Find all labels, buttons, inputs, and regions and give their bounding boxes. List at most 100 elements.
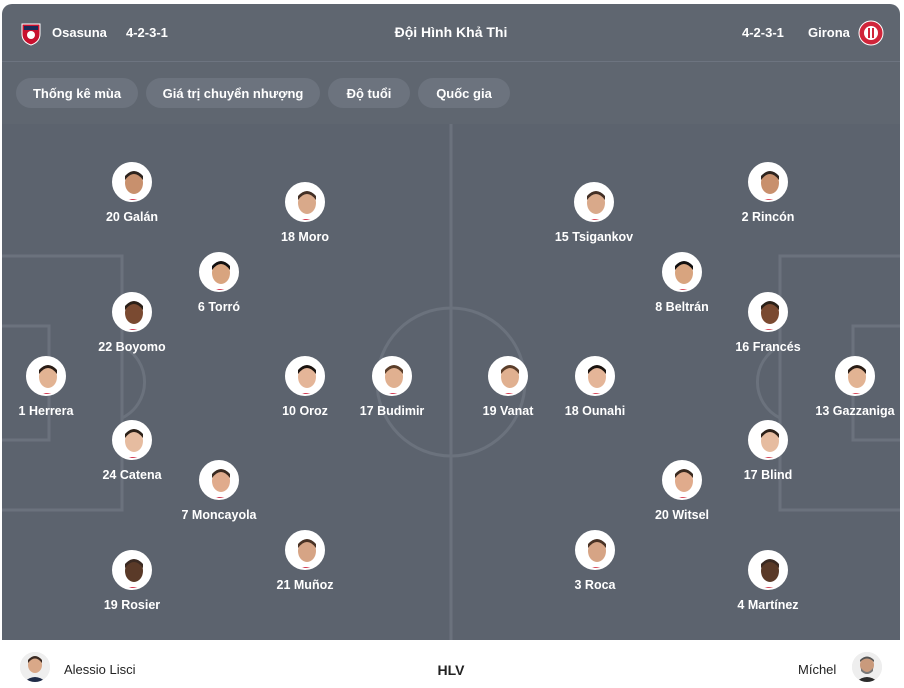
- player-photo-icon: [664, 462, 700, 498]
- player-name: 24 Catena: [102, 468, 162, 482]
- player-marker[interactable]: 15 Tsigankov: [524, 182, 664, 244]
- player-avatar[interactable]: [574, 182, 614, 222]
- tab-transfer-value[interactable]: Giá trị chuyển nhượng: [146, 78, 320, 108]
- player-marker[interactable]: 6 Torró: [149, 252, 289, 314]
- player-marker[interactable]: 10 Oroz: [235, 356, 375, 418]
- home-coach-avatar[interactable]: [20, 652, 50, 682]
- player-marker[interactable]: 18 Moro: [235, 182, 375, 244]
- home-team-name[interactable]: Osasuna: [52, 25, 107, 40]
- player-marker[interactable]: 1 Herrera: [2, 356, 116, 418]
- player-avatar[interactable]: [748, 550, 788, 590]
- player-avatar[interactable]: [748, 420, 788, 460]
- home-formation: 4-2-3-1: [126, 25, 168, 40]
- player-name: 17 Blind: [743, 468, 793, 482]
- player-name: 17 Budimir: [359, 404, 425, 418]
- away-coach-name[interactable]: Míchel: [798, 662, 837, 677]
- player-photo-icon: [576, 184, 612, 220]
- player-name: 6 Torró: [197, 300, 241, 314]
- player-marker[interactable]: 13 Gazzaniga: [785, 356, 900, 418]
- player-avatar[interactable]: [285, 182, 325, 222]
- player-avatar[interactable]: [372, 356, 412, 396]
- away-coach-avatar[interactable]: [852, 652, 882, 682]
- osasuna-crest-icon[interactable]: [18, 20, 44, 46]
- player-avatar[interactable]: [748, 292, 788, 332]
- player-marker[interactable]: 18 Ounahi: [525, 356, 665, 418]
- player-photo-icon: [287, 532, 323, 568]
- player-marker[interactable]: 24 Catena: [62, 420, 202, 482]
- coach-face-icon: [852, 652, 882, 682]
- player-avatar[interactable]: [662, 252, 702, 292]
- lineup-header: Osasuna 4-2-3-1 Đội Hình Khả Thi 4-2-3-1…: [2, 4, 900, 62]
- player-photo-icon: [114, 294, 150, 330]
- player-name: 13 Gazzaniga: [815, 404, 895, 418]
- player-name: 15 Tsigankov: [554, 230, 634, 244]
- player-avatar[interactable]: [285, 356, 325, 396]
- player-name: 20 Galán: [105, 210, 159, 224]
- player-avatar[interactable]: [748, 162, 788, 202]
- player-avatar[interactable]: [112, 420, 152, 460]
- coach-face-icon: [20, 652, 50, 682]
- player-avatar[interactable]: [112, 292, 152, 332]
- player-marker[interactable]: 21 Muñoz: [235, 530, 375, 592]
- away-formation: 4-2-3-1: [742, 25, 784, 40]
- player-photo-icon: [114, 552, 150, 588]
- player-marker[interactable]: 4 Martínez: [698, 550, 838, 612]
- player-marker[interactable]: 17 Blind: [698, 420, 838, 482]
- player-name: 4 Martínez: [737, 598, 799, 612]
- player-name: 2 Rincón: [741, 210, 795, 224]
- home-coach-name[interactable]: Alessio Lisci: [64, 662, 136, 677]
- player-photo-icon: [201, 254, 237, 290]
- player-photo-icon: [490, 358, 526, 394]
- player-avatar[interactable]: [285, 530, 325, 570]
- player-avatar[interactable]: [112, 162, 152, 202]
- player-marker[interactable]: 19 Rosier: [62, 550, 202, 612]
- player-name: 3 Roca: [574, 578, 616, 592]
- player-name: 20 Witsel: [654, 508, 710, 522]
- player-marker[interactable]: 20 Galán: [62, 162, 202, 224]
- tab-nationality[interactable]: Quốc gia: [418, 78, 510, 108]
- player-avatar[interactable]: [112, 550, 152, 590]
- player-marker[interactable]: 8 Beltrán: [612, 252, 752, 314]
- away-team-name[interactable]: Girona: [808, 25, 850, 40]
- player-photo-icon: [750, 294, 786, 330]
- player-photo-icon: [374, 358, 410, 394]
- player-avatar[interactable]: [488, 356, 528, 396]
- player-marker[interactable]: 19 Vanat: [438, 356, 578, 418]
- player-avatar[interactable]: [835, 356, 875, 396]
- player-marker[interactable]: 2 Rincón: [698, 162, 838, 224]
- player-avatar[interactable]: [662, 460, 702, 500]
- player-photo-icon: [750, 422, 786, 458]
- player-avatar[interactable]: [575, 356, 615, 396]
- lineup-title: Đội Hình Khả Thi: [394, 24, 508, 40]
- player-name: 10 Oroz: [282, 404, 328, 418]
- player-name: 7 Moncayola: [181, 508, 257, 522]
- player-marker[interactable]: 7 Moncayola: [149, 460, 289, 522]
- player-photo-icon: [114, 164, 150, 200]
- player-name: 19 Vanat: [482, 404, 534, 418]
- player-photo-icon: [287, 184, 323, 220]
- tab-season-stats[interactable]: Thống kê mùa: [16, 78, 138, 108]
- coach-label: HLV: [437, 662, 465, 678]
- player-name: 19 Rosier: [103, 598, 161, 612]
- player-marker[interactable]: 3 Roca: [525, 530, 665, 592]
- player-avatar[interactable]: [199, 252, 239, 292]
- player-marker[interactable]: 16 Francés: [698, 292, 838, 354]
- player-avatar[interactable]: [199, 460, 239, 500]
- player-name: 8 Beltrán: [655, 300, 709, 314]
- player-name: 16 Francés: [735, 340, 801, 354]
- player-photo-icon: [837, 358, 873, 394]
- player-avatar[interactable]: [26, 356, 66, 396]
- player-name: 18 Moro: [281, 230, 329, 244]
- tab-age[interactable]: Độ tuổi: [328, 78, 410, 108]
- player-photo-icon: [664, 254, 700, 290]
- coaches-bar: Alessio Lisci HLV Míchel: [2, 640, 900, 688]
- player-marker[interactable]: 20 Witsel: [612, 460, 752, 522]
- player-avatar[interactable]: [575, 530, 615, 570]
- player-marker[interactable]: 22 Boyomo: [62, 292, 202, 354]
- player-photo-icon: [577, 532, 613, 568]
- player-marker[interactable]: 17 Budimir: [322, 356, 462, 418]
- player-photo-icon: [577, 358, 613, 394]
- player-photo-icon: [28, 358, 64, 394]
- girona-crest-icon[interactable]: [858, 20, 884, 46]
- player-photo-icon: [750, 164, 786, 200]
